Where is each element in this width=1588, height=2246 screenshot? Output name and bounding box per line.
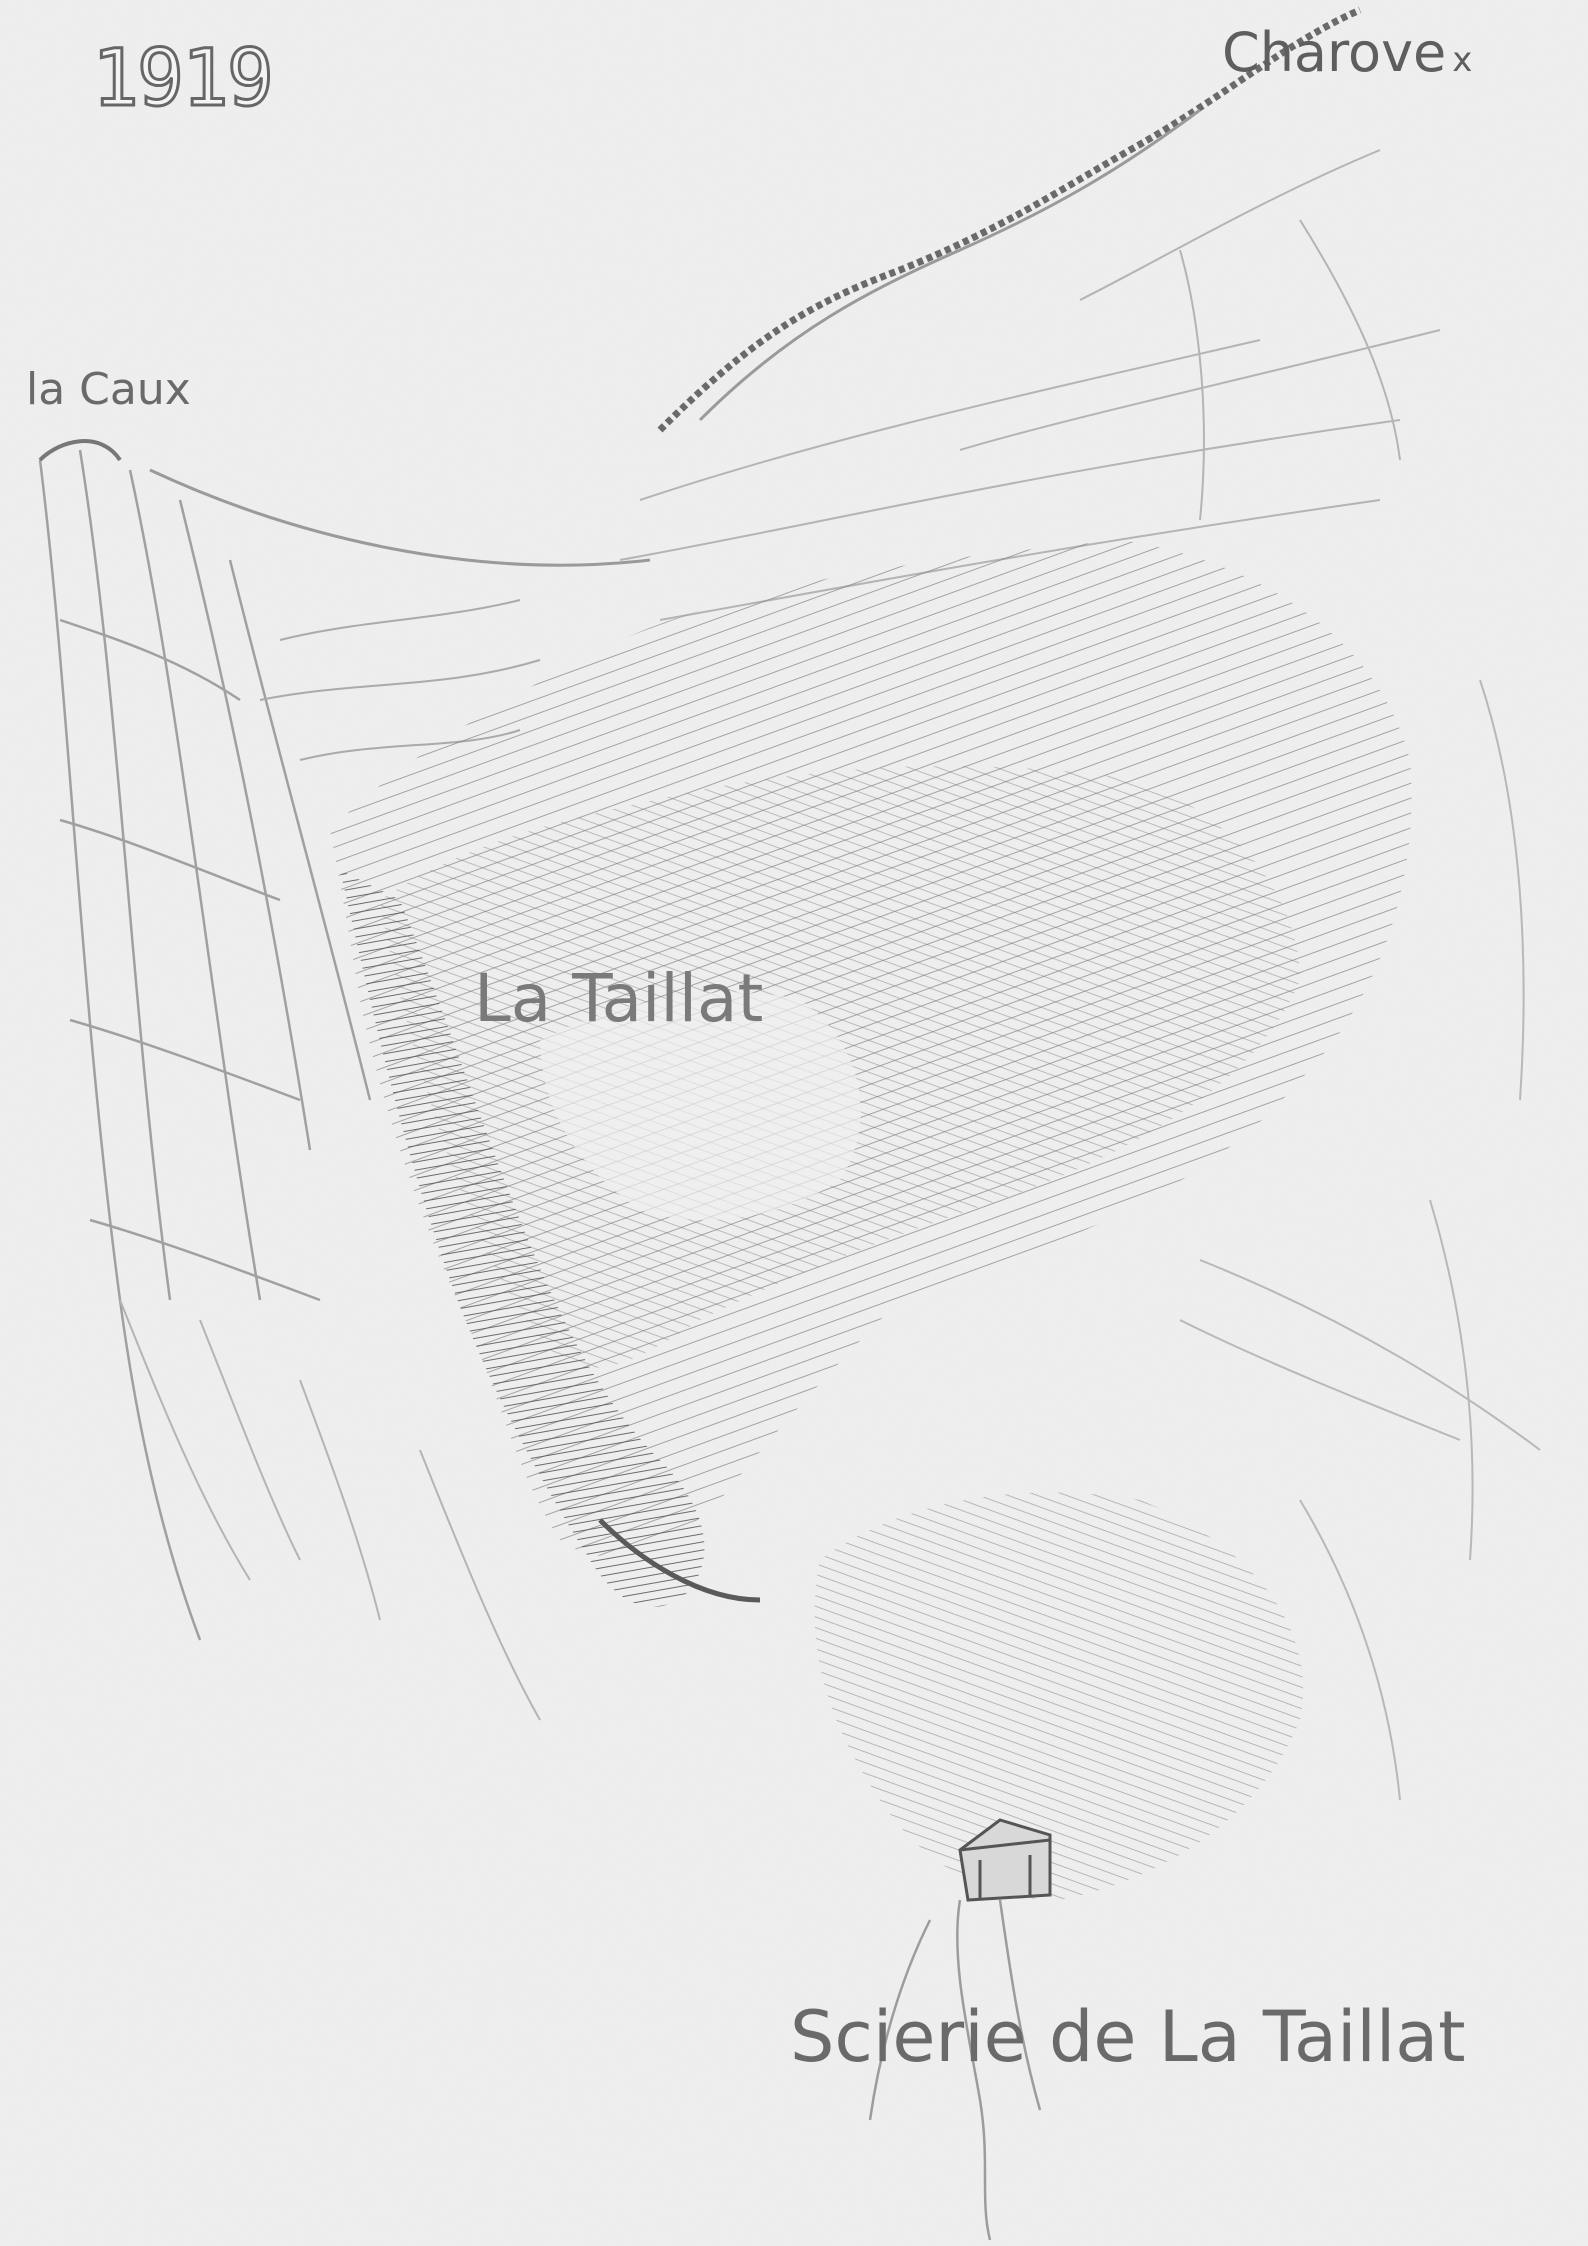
date-label: 1919 [91,34,276,124]
place-label-charovex-text: Charove [1222,21,1447,84]
place-marker-x: x [1452,40,1473,80]
sawmill-building [958,1818,1052,1902]
place-label-la-caux: la Caux [26,364,191,415]
place-label-scierie: Scierie de La Taillat [790,1996,1466,2078]
place-label-la-taillat: La Taillat [474,960,764,1037]
